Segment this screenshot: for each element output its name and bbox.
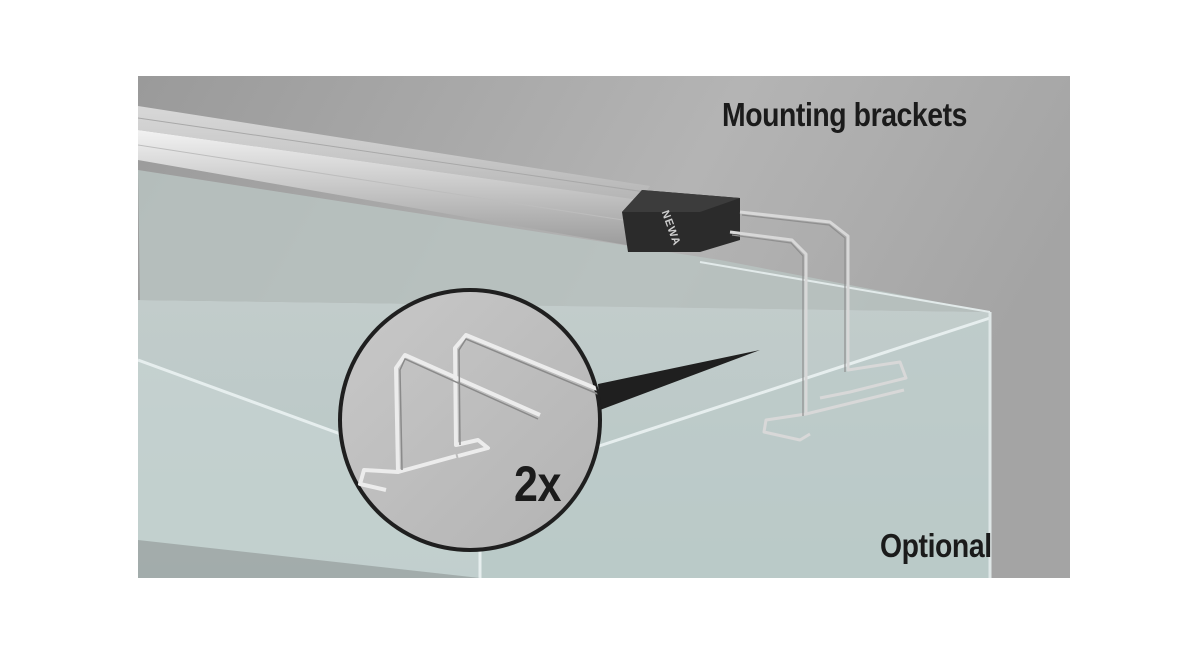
light-bar-groove	[138, 144, 637, 223]
zoomed-bracket	[358, 333, 600, 492]
light-bar-side	[138, 130, 640, 246]
tank-right-pane	[480, 320, 990, 578]
optional-caption: Optional	[880, 527, 992, 564]
zoomed-bracket-shadow	[399, 338, 599, 471]
title-caption: Mounting brackets	[722, 96, 967, 133]
tank-glass-top	[138, 170, 990, 312]
light-bar-top	[138, 106, 650, 200]
tank-base-shadow	[138, 540, 480, 578]
light-bar-groove	[138, 117, 646, 193]
quantity-caption: 2x	[514, 456, 561, 512]
light-bar-end-cap-face	[622, 190, 740, 212]
callout-pointer	[598, 350, 760, 410]
mounting-bracket	[729, 210, 908, 442]
mounting-bracket-shadow	[731, 214, 846, 416]
